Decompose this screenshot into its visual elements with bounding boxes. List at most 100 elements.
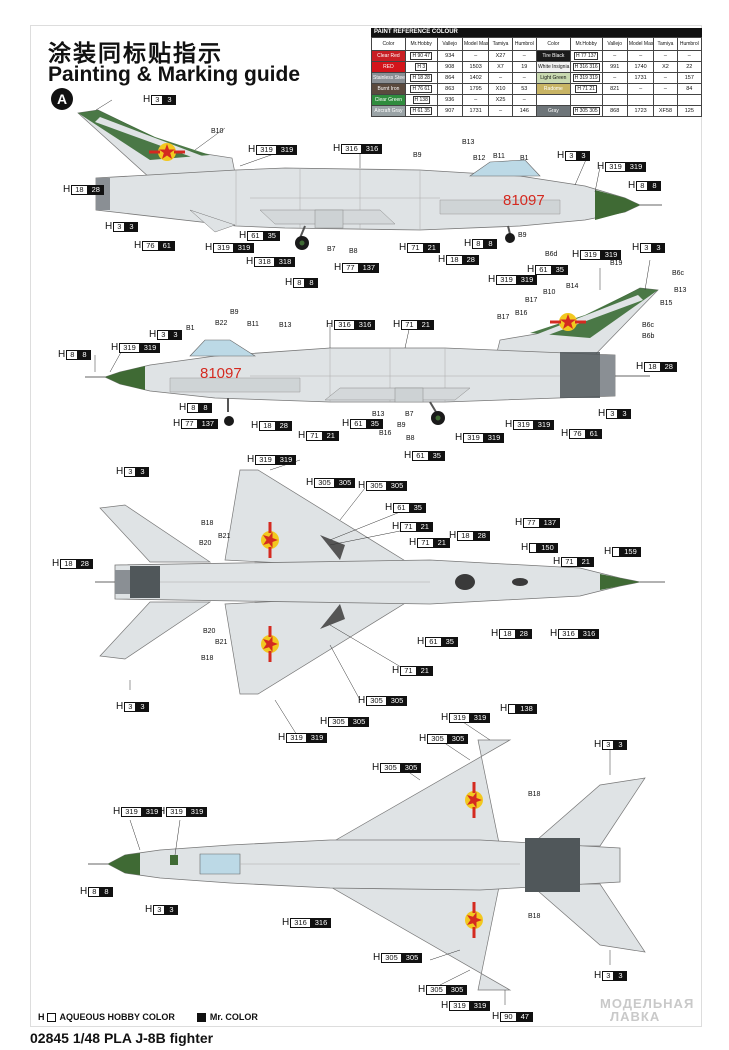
paint-value: 868: [601, 105, 628, 117]
decal-label: B7: [405, 411, 414, 418]
decal-label: B18: [201, 655, 214, 662]
decal-label: B8: [406, 435, 415, 442]
decal-label: B17: [497, 314, 510, 321]
decal-label: B6d: [545, 251, 558, 258]
decal-label: B20: [203, 628, 216, 635]
decal-label: B6c: [672, 270, 685, 277]
paint-swatch: Aircraft Gray: [371, 105, 406, 117]
paint-code: H 316 316: [569, 61, 603, 73]
decal-label: B18: [528, 791, 541, 798]
decal-label: B18: [201, 520, 214, 527]
paint-code: H 61 35: [404, 105, 438, 117]
paint-value: 19: [511, 61, 537, 73]
page-border: [30, 25, 702, 1027]
top-view: [95, 469, 665, 695]
serial-side-right: 81097: [200, 365, 242, 382]
paint-table-header-cell: Humbrol: [676, 37, 703, 51]
decal-label: B10: [543, 289, 556, 296]
decal-label: B17: [525, 297, 538, 304]
decal-label: B20: [199, 540, 212, 547]
paint-value: 1731: [461, 105, 490, 117]
decal-label: B16: [515, 310, 528, 317]
decal-label: B6c: [642, 322, 655, 329]
decal-label: B11: [247, 321, 259, 328]
decal-label: B10: [211, 128, 224, 135]
decal-label: B21: [218, 533, 231, 540]
decal-label: B9: [413, 152, 422, 159]
decal-label: B12: [473, 155, 486, 162]
paint-value: 125: [676, 105, 703, 117]
decal-label: B9: [397, 422, 406, 429]
decal-label: B14: [566, 283, 579, 290]
decal-label: B8: [349, 248, 358, 255]
paint-code: H 18 28: [404, 72, 438, 84]
decal-label: B15: [660, 300, 673, 307]
legend-mr-color: Mr. COLOR: [196, 1012, 258, 1023]
paint-value: 146: [511, 105, 537, 117]
side-view-left: [77, 109, 662, 250]
paint-value: XF58: [653, 105, 678, 117]
decal-label: B18: [528, 913, 541, 920]
scheme-badge: A: [51, 88, 73, 110]
decal-label: B22: [215, 320, 228, 327]
bottom-view: [88, 739, 646, 991]
decal-label: B13: [372, 411, 385, 418]
